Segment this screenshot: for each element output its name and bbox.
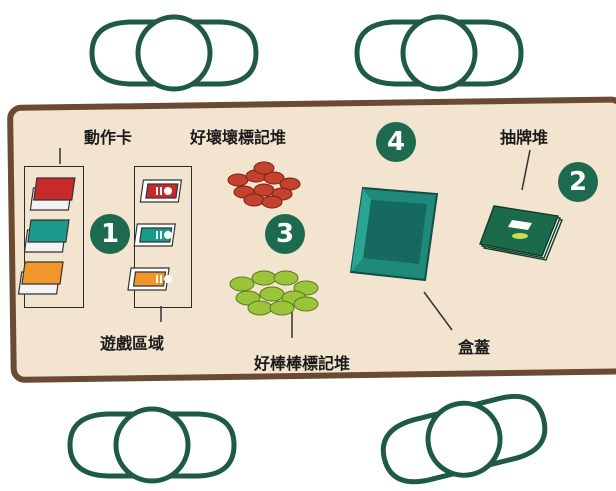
label-bad-tokens: 好壞壞標記堆 xyxy=(190,128,287,147)
seat-bottom-right-icon xyxy=(380,393,548,485)
label-play-area: 遊戲區域 xyxy=(100,334,165,353)
action-card-zone xyxy=(24,166,84,308)
badge-1: 1 xyxy=(90,214,130,254)
play-area-zone xyxy=(134,166,192,308)
play-card-icons xyxy=(127,179,183,291)
badge-2: 2 xyxy=(558,162,598,202)
bad-token-pile-icon xyxy=(227,161,301,209)
card-stack-icon xyxy=(17,177,76,295)
seat-bottom-left-icon xyxy=(67,406,237,484)
box-lid-icon xyxy=(349,186,439,282)
label-draw-pile: 抽牌堆 xyxy=(500,128,549,147)
label-good-tokens: 好棒棒標記堆 xyxy=(254,354,351,373)
seat-top-left-icon xyxy=(89,14,259,92)
badge-4: 4 xyxy=(376,122,416,162)
draw-pile-icon xyxy=(479,205,563,261)
badge-3: 3 xyxy=(265,214,305,254)
good-token-pile-icon xyxy=(229,270,319,316)
label-box-lid: 盒蓋 xyxy=(458,338,491,357)
label-action-cards: 動作卡 xyxy=(84,128,133,147)
seat-top-right-icon xyxy=(354,14,524,92)
